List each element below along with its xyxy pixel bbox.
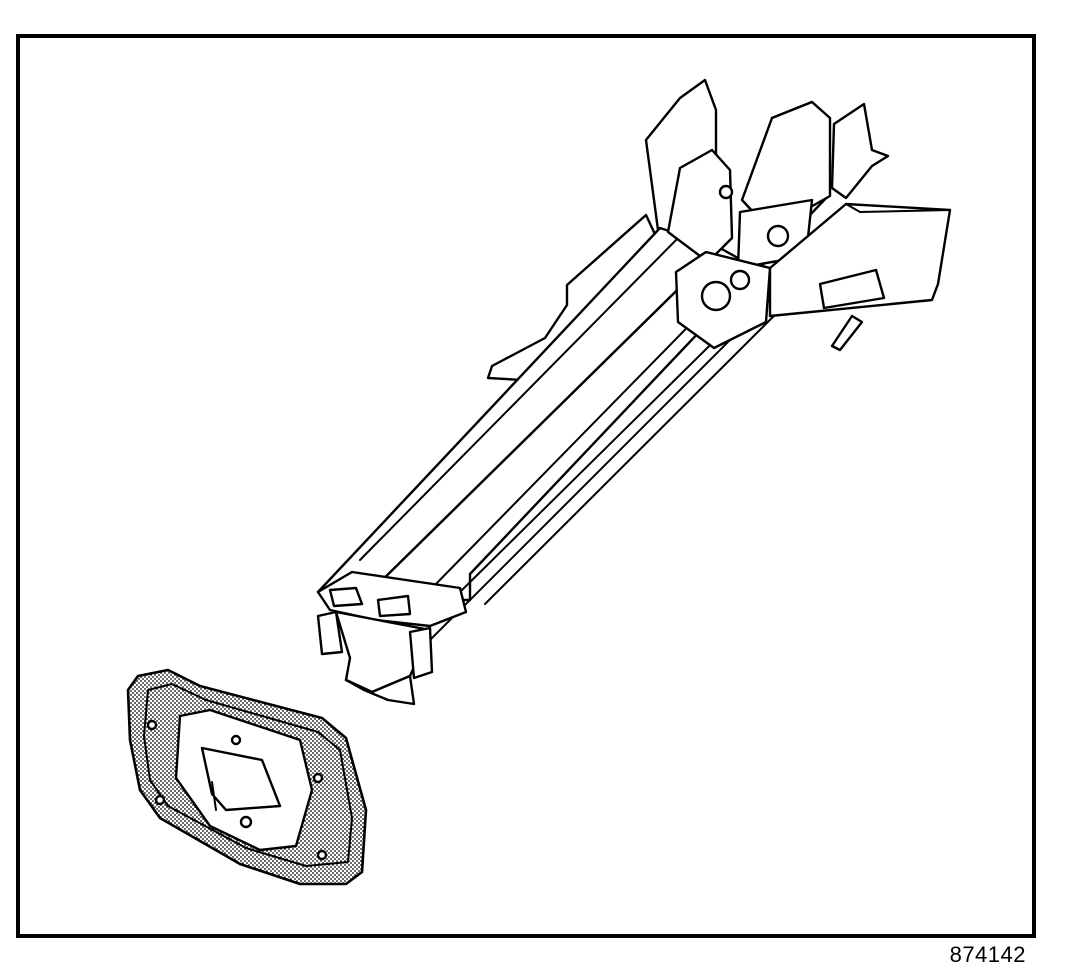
lower-hanger (830, 314, 864, 352)
rail-outer-flange (486, 213, 662, 382)
end-plate-bolt-5 (154, 794, 166, 806)
rail-channel-line-4 (484, 269, 821, 605)
end-plate-bolt-6 (316, 849, 328, 861)
end-plate-bolt-2 (230, 734, 242, 746)
front-pad-right (376, 594, 412, 618)
end-plate-bolt-3 (239, 815, 253, 829)
front-lower-tab (316, 610, 344, 656)
outrigger-pad (818, 268, 886, 310)
front-nose-lip (344, 674, 416, 706)
end-plate-slot (211, 781, 217, 811)
rail-channel-line-2 (431, 293, 721, 589)
lower-box-hole (700, 280, 732, 312)
frame-rail-illustration (126, 78, 952, 886)
rail-channel-line-1 (359, 235, 681, 561)
rail-end-plate (126, 668, 368, 886)
lower-box-hole-2 (729, 269, 751, 291)
rear-box-section (740, 100, 832, 232)
front-nose-block (408, 626, 434, 680)
upright-bolt-hole (718, 184, 734, 200)
end-plate-outline-inner (143, 683, 353, 867)
end-plate-opening (200, 746, 282, 812)
end-plate-bolt-4 (312, 772, 324, 784)
front-pad-left (328, 586, 364, 608)
rear-right-tab (830, 102, 890, 200)
rail-top-surface (316, 226, 722, 602)
cross-bracket-hole (766, 224, 790, 248)
outrigger-edge (845, 203, 951, 213)
frame-rail-assembly (316, 78, 952, 706)
end-plate-bolt-1 (146, 719, 158, 731)
illustration-frame (16, 34, 1036, 938)
figure-id-label: 874142 (949, 942, 1026, 967)
